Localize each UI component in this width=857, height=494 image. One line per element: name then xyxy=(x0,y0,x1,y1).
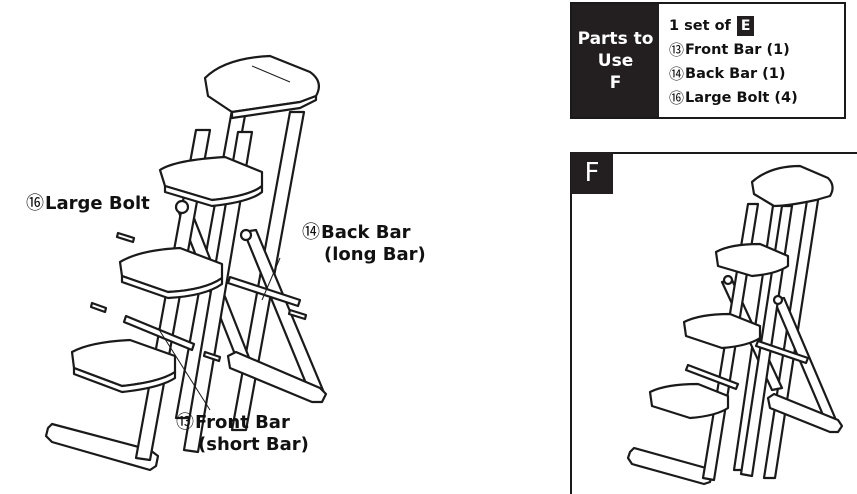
parts-set-text: 1 set of xyxy=(669,18,731,34)
step-frame-left xyxy=(570,152,572,494)
stool-illustration-right xyxy=(626,164,844,486)
callout-subtext: (long Bar) xyxy=(324,244,426,265)
callout-number: ⑬ xyxy=(176,412,194,433)
front-bar-label: ⑬Front Bar (short Bar) xyxy=(176,412,309,456)
callout-number: ⑭ xyxy=(302,222,320,243)
set-badge: E xyxy=(736,16,755,36)
stool-illustration-left xyxy=(44,54,328,472)
parts-item-back-bar: ⑭ Back Bar (1) xyxy=(669,62,798,86)
callout-subtext: (short Bar) xyxy=(198,434,309,455)
parts-heading: Parts to Use F xyxy=(572,4,659,117)
callout-text: Large Bolt xyxy=(45,193,150,214)
parts-heading-line3: F xyxy=(609,72,622,93)
parts-list: 1 set of E ⑬ Front Bar (1) ⑭ Back Bar (1… xyxy=(669,14,798,110)
parts-set-row: 1 set of E xyxy=(669,14,798,38)
parts-heading-line1: Parts to xyxy=(577,28,654,49)
part-name: Front Bar (1) xyxy=(685,42,790,58)
step-frame-top xyxy=(570,152,857,154)
back-bar-label: ⑭Back Bar (long Bar) xyxy=(302,222,426,266)
parts-heading-line2: Use xyxy=(597,50,634,71)
callout-text: Back Bar xyxy=(321,222,411,243)
callout-text: Front Bar xyxy=(195,412,290,433)
callout-number: ⑯ xyxy=(26,193,44,214)
parts-item-large-bolt: ⑯ Large Bolt (4) xyxy=(669,86,798,110)
part-number: ⑯ xyxy=(669,89,685,107)
step-badge: F xyxy=(571,152,613,194)
part-number: ⑭ xyxy=(669,65,685,83)
parts-to-use-panel: Parts to Use F 1 set of E ⑬ Front Bar (1… xyxy=(570,2,846,119)
parts-item-front-bar: ⑬ Front Bar (1) xyxy=(669,38,798,62)
part-name: Back Bar (1) xyxy=(685,66,786,82)
part-name: Large Bolt (4) xyxy=(685,90,798,106)
part-number: ⑬ xyxy=(669,41,685,59)
large-bolt-label: ⑯Large Bolt xyxy=(26,193,150,215)
